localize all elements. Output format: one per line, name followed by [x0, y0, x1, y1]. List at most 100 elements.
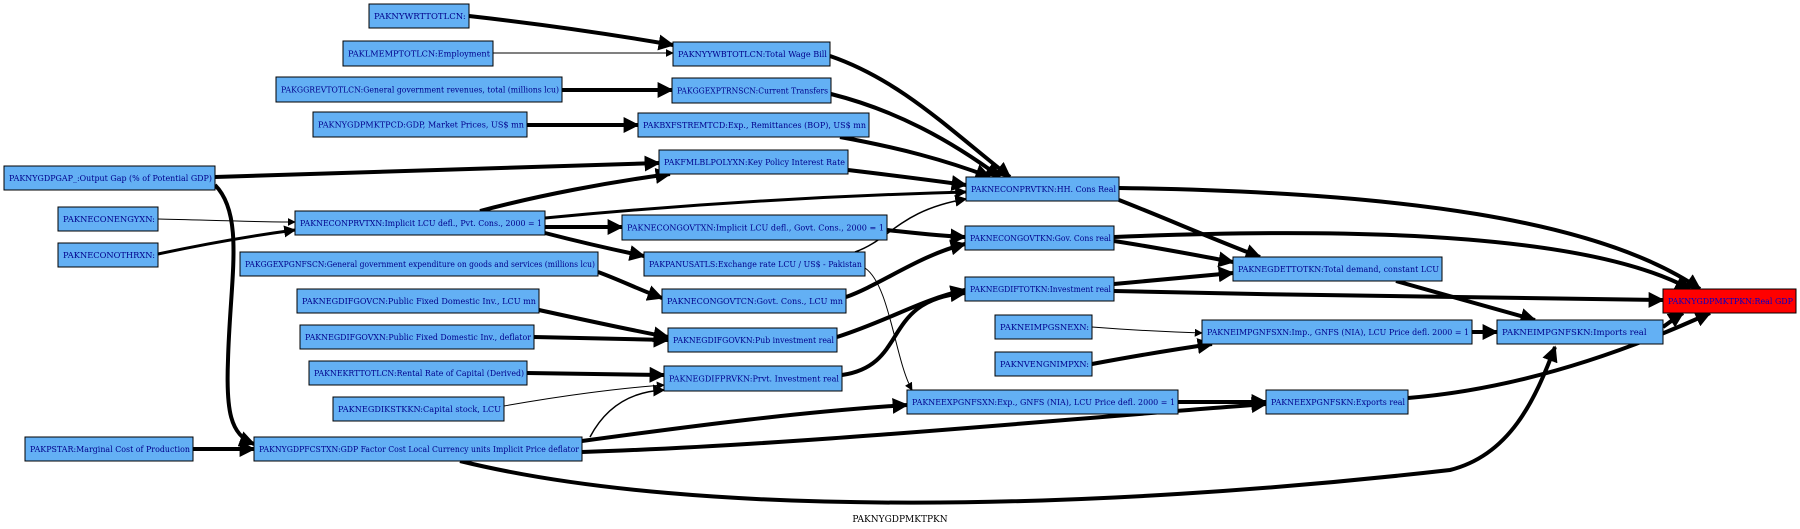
- node-box: [671, 77, 832, 104]
- node-label: PAKNYGDPGAP_:Output Gap (% of Potential …: [9, 173, 212, 184]
- edge-policy-to-prvtkn: [847, 168, 968, 191]
- node-ditotkn[interactable]: PAKNEGDIFTOTKN:Investment real: [964, 276, 1115, 302]
- node-govtcn[interactable]: PAKNECONGOVTCN:Govt. Cons., LCU mn: [661, 288, 847, 314]
- node-exgnfsxn[interactable]: PAKNEEXPGNFSXN:Exp., GNFS (NIA), LCU Pri…: [906, 389, 1179, 415]
- edge-govtkn-to-target: [1113, 231, 1692, 291]
- edge-fixgovcn-to-fixgovkn: [538, 308, 670, 343]
- node-box: [643, 251, 866, 277]
- node-box: [672, 41, 831, 67]
- node-box: [57, 242, 159, 268]
- node-prvtxn[interactable]: PAKNECONPRVTXN:Implicit LCU defl., Pvt. …: [294, 210, 546, 236]
- node-box: [1265, 389, 1409, 415]
- node-box: [239, 251, 599, 277]
- node-box: [1201, 319, 1473, 345]
- node-box: [965, 176, 1120, 202]
- node-box: [906, 389, 1179, 415]
- node-label: PAKNYYWBTOTLCN:Total Wage Bill: [678, 50, 827, 60]
- edge-prvtxn-to-prvtkn: [544, 186, 968, 220]
- edge-fixgovxn-to-fixgovkn: [533, 331, 670, 348]
- node-box: [661, 288, 847, 314]
- node-prvtkn[interactable]: PAKNECONPRVTKN:HH. Cons Real: [965, 176, 1120, 202]
- node-wage[interactable]: PAKNYYWBTOTLCN:Total Wage Bill: [672, 41, 831, 67]
- edge-fcstxn-to-fixprvkn: [589, 384, 666, 438]
- node-label: PAKNECONPRVTXN:Implicit LCU defl., Pvt. …: [300, 219, 542, 229]
- edge-govtkn-to-dettotkn: [1113, 239, 1235, 268]
- node-box: [312, 111, 528, 138]
- node-fixgovkn[interactable]: PAKNEGDIFGOVKN:Pub investment real: [667, 327, 838, 353]
- node-label: PAKNEIMPGNFSXN:Imp., GNFS (NIA), LCU Pri…: [1207, 327, 1469, 338]
- node-fixprvkn[interactable]: PAKNEGDIFPRVKN:Prvt. Investment real: [663, 365, 843, 392]
- node-box: [994, 351, 1093, 377]
- edge-fcstxn-to-imgnfskn: [459, 345, 1558, 505]
- node-exgnfskn[interactable]: PAKNEEXPGNFSKN:Exports real: [1265, 389, 1409, 415]
- node-fixgovcn[interactable]: PAKNEGDIFGOVCN:Public Fixed Domestic Inv…: [296, 288, 540, 314]
- edge-wrt-to-wage: [468, 14, 675, 51]
- graph-caption: PAKNYGDPMKTPKN: [852, 515, 947, 525]
- node-label: PAKPSTAR:Marginal Cost of Production: [30, 445, 190, 455]
- node-imgsnexn[interactable]: PAKNEIMPGSNEXN:: [994, 314, 1093, 340]
- edge-rent-to-fixprvkn: [526, 366, 666, 383]
- node-box: [57, 206, 159, 232]
- node-vengn[interactable]: PAKNVENGNIMPXN:: [994, 351, 1093, 377]
- node-box: [621, 214, 888, 241]
- edge-vengn-to-imgnfsxn: [1091, 338, 1214, 366]
- node-label: PAKGGREVTOTLCN:General government revenu…: [281, 85, 559, 96]
- node-label: PAKNECONGOVTXN:Implicit LCU defl., Govt.…: [627, 224, 884, 234]
- node-imgnfsxn[interactable]: PAKNEIMPGNFSXN:Imp., GNFS (NIA), LCU Pri…: [1201, 319, 1473, 345]
- edge-prvtxn-to-policy: [479, 167, 672, 213]
- node-label: PAKFMLBLPOLYXN:Key Policy Interest Rate: [664, 158, 845, 168]
- node-conoth[interactable]: PAKNECONOTHRXN:: [57, 242, 159, 268]
- node-kstk[interactable]: PAKNEGDIKSTKKN:Capital stock, LCU: [332, 396, 505, 422]
- node-gdpusd[interactable]: PAKNYGDPMKTPCD:GDP, Market Prices, US$ m…: [312, 111, 528, 138]
- node-rev[interactable]: PAKGGREVTOTLCN:General government revenu…: [275, 76, 563, 103]
- node-remit[interactable]: PAKBXFSTREMTCD:Exp., Remittances (BOP), …: [637, 112, 870, 138]
- node-box: [1496, 319, 1664, 345]
- node-coneng[interactable]: PAKNECONENGYXN:: [57, 206, 159, 232]
- node-imgnfskn[interactable]: PAKNEIMPGNFSKN:Imports real: [1496, 319, 1664, 345]
- edge-ditotkn-to-target: [1113, 289, 1665, 308]
- node-policy[interactable]: PAKFMLBLPOLYXN:Key Policy Interest Rate: [658, 149, 849, 175]
- node-label: PAKBXFSTREMTCD:Exp., Remittances (BOP), …: [643, 120, 866, 131]
- node-trans[interactable]: PAKGGEXPTRNSCN:Current Transfers: [671, 77, 832, 104]
- node-target[interactable]: PAKNYGDPMKTPKN:Real GDP: [1662, 288, 1797, 314]
- node-govtxn[interactable]: PAKNECONGOVTXN:Implicit LCU defl., Govt.…: [621, 214, 888, 241]
- node-label: PAKNECONPRVTKN:HH. Cons Real: [971, 185, 1116, 195]
- node-box: [275, 76, 563, 103]
- edge-govtxn-to-govtkn: [886, 228, 967, 245]
- node-label: PAKNEGDIFPRVKN:Prvt. Investment real: [669, 375, 839, 385]
- node-box: [24, 436, 194, 462]
- node-box: [994, 314, 1093, 340]
- edge-govtcn-to-govtkn: [845, 239, 967, 299]
- node-dettotkn[interactable]: PAKNEGDETTOTKN:Total demand, constant LC…: [1232, 256, 1443, 282]
- node-box: [308, 360, 528, 386]
- edge-imgnfskn-to-target: [1661, 311, 1685, 329]
- node-label: PAKNYGDPMKTPCD:GDP, Market Prices, US$ m…: [318, 121, 524, 131]
- node-govtkn[interactable]: PAKNECONGOVTKN:Gov. Cons real: [964, 225, 1115, 251]
- node-fixgovxn[interactable]: PAKNEGDIFGOVXN:Public Fixed Domestic Inv…: [299, 324, 535, 350]
- edge-dettotkn-to-imgnfskn: [1395, 279, 1537, 324]
- node-exp[interactable]: PAKGGEXPGNFSCN:General government expend…: [239, 251, 599, 277]
- node-label: PAKNEGDIKSTKKN:Capital stock, LCU: [338, 405, 501, 415]
- edge-prvtkn-to-dettotkn: [1118, 198, 1262, 260]
- node-box: [299, 324, 535, 350]
- node-fcstxn[interactable]: PAKNYGDPFCSTXN:GDP Factor Cost Local Cur…: [253, 436, 583, 462]
- edge-kstk-to-fixprvkn: [503, 381, 665, 407]
- node-box: [667, 327, 838, 353]
- edge-ditotkn-to-dettotkn: [1113, 266, 1235, 286]
- node-fx[interactable]: PAKPANUSATLS:Exchange rate LCU / US$ - P…: [643, 251, 866, 277]
- node-label: PAKNEEXPGNFSXN:Exp., GNFS (NIA), LCU Pri…: [912, 397, 1175, 408]
- node-box: [1662, 288, 1797, 314]
- node-emp[interactable]: PAKLMEMPTOTLCN:Employment: [342, 40, 494, 67]
- node-label: PAKNEEXPGNFSKN:Exports real: [1271, 398, 1405, 408]
- edge-coneng-to-prvtxn: [157, 217, 296, 226]
- edge-exp-to-govtcn: [597, 270, 664, 301]
- node-rent[interactable]: PAKNEKRTTOTLCN:Rental Rate of Capital (D…: [308, 360, 528, 386]
- node-pstar[interactable]: PAKPSTAR:Marginal Cost of Production: [24, 436, 194, 462]
- node-label: PAKNYGDPFCSTXN:GDP Factor Cost Local Cur…: [259, 445, 580, 455]
- node-label: PAKNEIMPGNFSKN:Imports real: [1502, 328, 1647, 338]
- node-label: PAKNEGDIFGOVXN:Public Fixed Domestic Inv…: [305, 333, 532, 343]
- node-wrt[interactable]: PAKNYWRTTOTLCN:: [368, 3, 470, 29]
- edge-prvtxn-to-fx: [544, 231, 646, 261]
- node-label: PAKPANUSATLS:Exchange rate LCU / US$ - P…: [649, 260, 862, 270]
- node-gap[interactable]: PAKNYGDPGAP_:Output Gap (% of Potential …: [3, 165, 216, 191]
